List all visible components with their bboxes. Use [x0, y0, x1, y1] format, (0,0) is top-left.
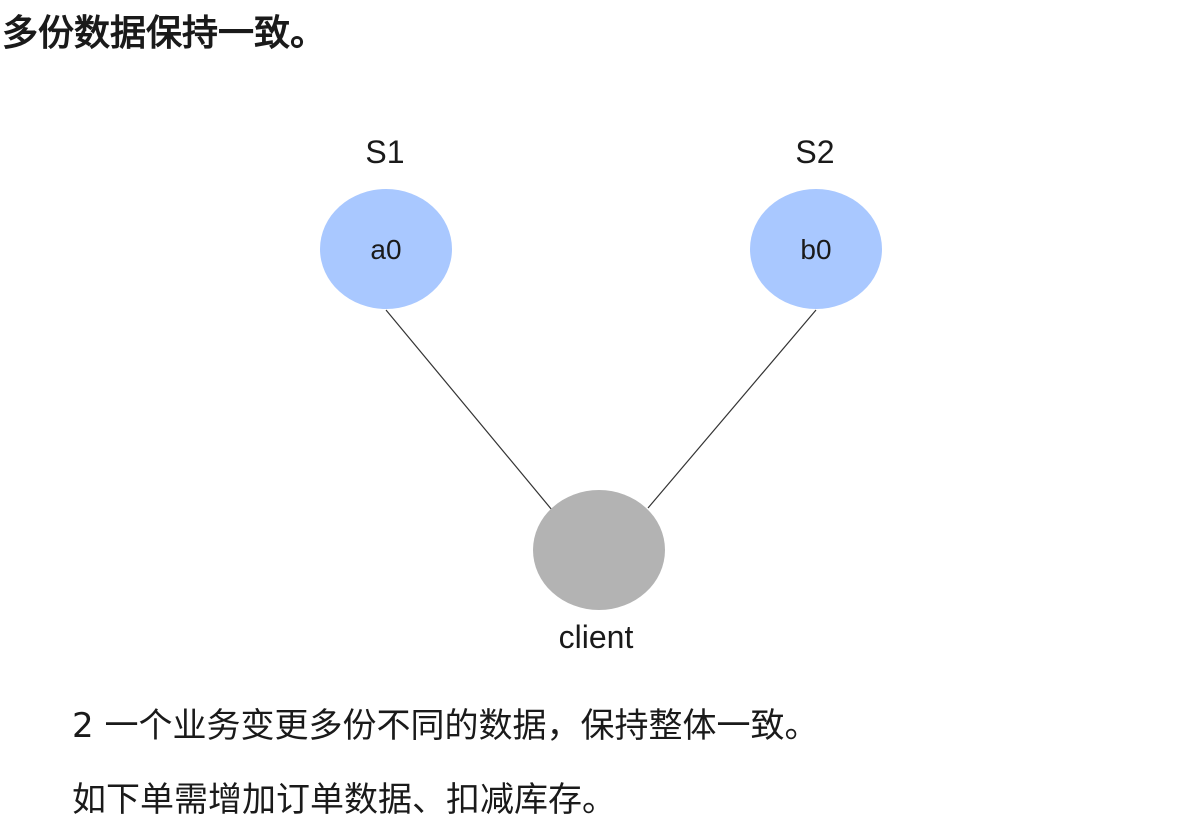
- node-s1-circle: [320, 189, 452, 309]
- replication-diagram: S1 a0 S2 b0 client: [320, 134, 882, 655]
- node-s1-label: S1: [365, 134, 404, 170]
- paragraph-order-example: 如下单需增加订单数据、扣减库存。: [72, 780, 616, 820]
- node-s2-value: b0: [800, 234, 831, 265]
- edge-s1-client: [385, 309, 553, 511]
- node-s2-circle: [750, 189, 882, 309]
- node-client-label: client: [559, 619, 634, 655]
- node-client-circle: [533, 490, 665, 610]
- paragraph-consistency: 2 一个业务变更多份不同的数据，保持整体一致。: [72, 706, 819, 746]
- node-s2-label: S2: [795, 134, 834, 170]
- node-s1-value: a0: [370, 234, 401, 265]
- edge-s2-client: [647, 309, 817, 509]
- section-heading: 多份数据保持一致。: [2, 13, 327, 54]
